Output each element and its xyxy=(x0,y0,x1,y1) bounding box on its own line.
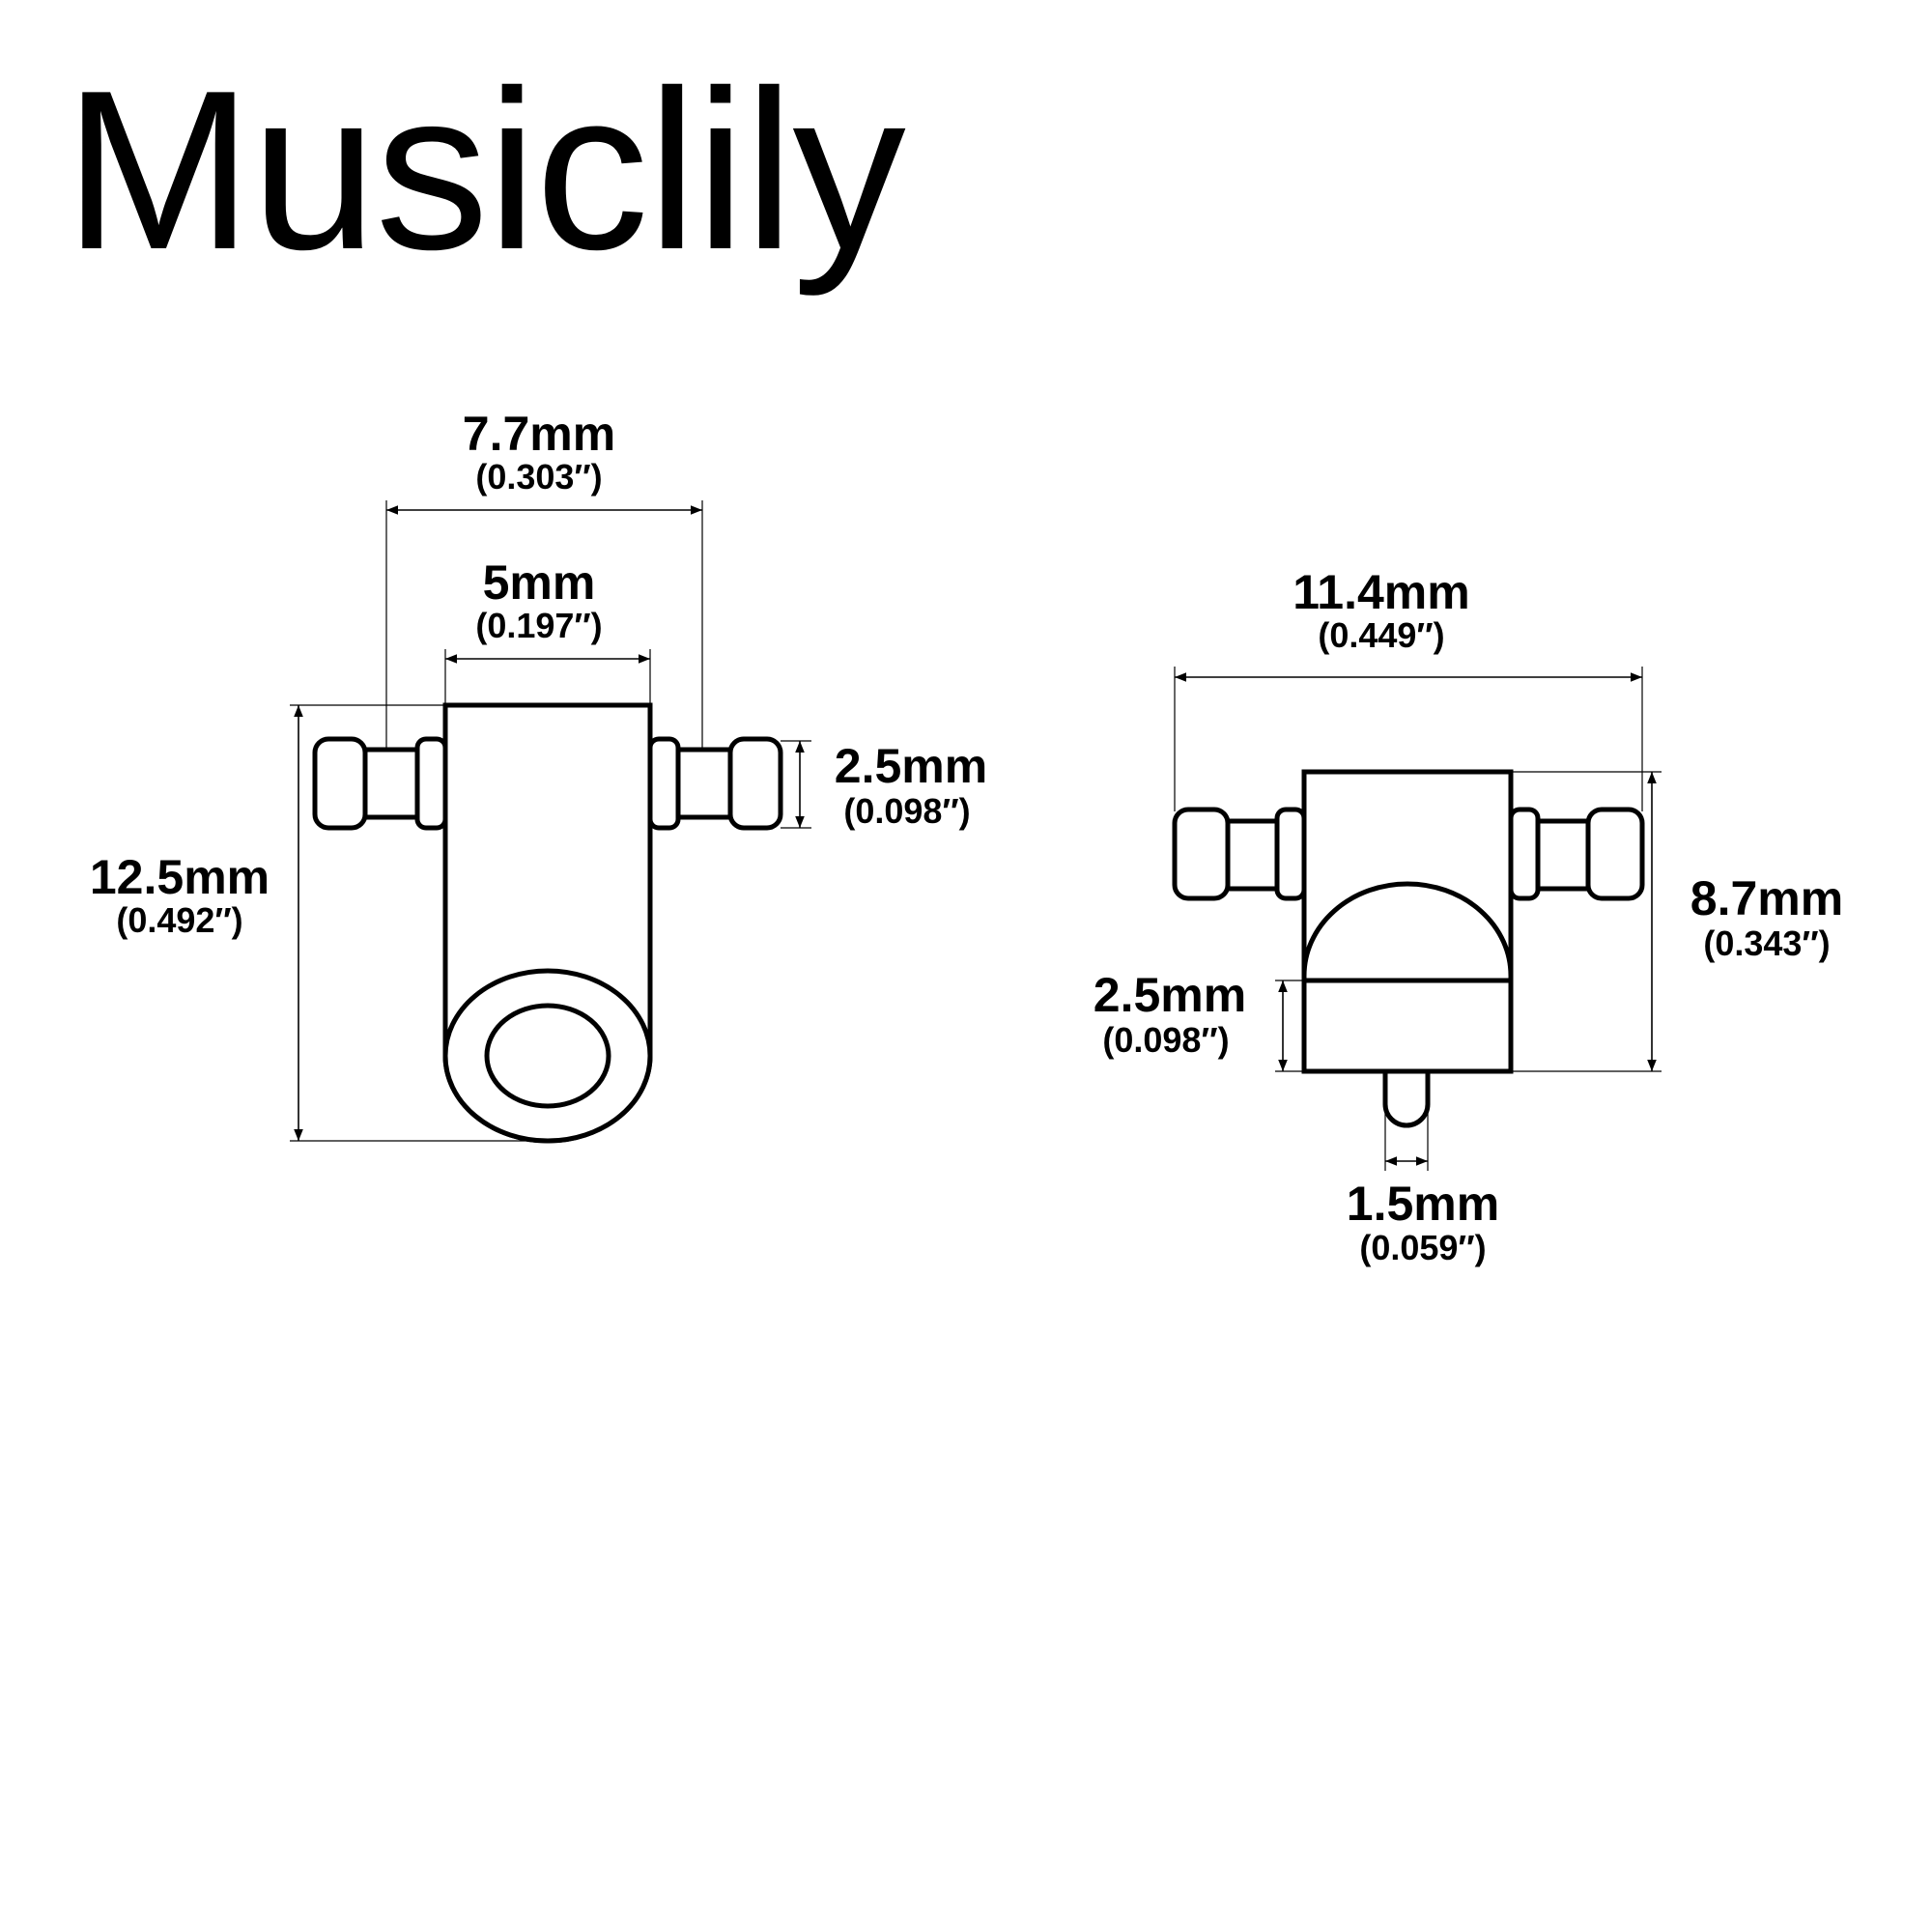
side-nub-width-inch: (0.059″) xyxy=(1359,1228,1486,1267)
front-left-pin xyxy=(362,747,420,820)
side-height-mm: 8.7mm xyxy=(1690,871,1843,925)
side-right-collar xyxy=(1508,807,1541,901)
front-overall-width-dimension: 7.7mm (0.303″) xyxy=(385,407,703,750)
side-right-pin xyxy=(1535,818,1591,892)
front-left-knob xyxy=(312,736,368,831)
front-view-part xyxy=(312,702,783,1144)
front-pin-height-dimension: 2.5mm (0.098″) xyxy=(781,739,987,831)
front-total-height-inch: (0.492″) xyxy=(116,900,242,940)
side-nub-width-mm: 1.5mm xyxy=(1347,1177,1499,1231)
front-body-width-dimension: 5mm (0.197″) xyxy=(444,555,651,703)
side-base-height-inch: (0.098″) xyxy=(1102,1020,1229,1060)
front-right-collar xyxy=(647,736,681,831)
front-pin-height-inch: (0.098″) xyxy=(843,791,970,831)
side-base-height-dimension: 2.5mm (0.098″) xyxy=(1094,968,1304,1072)
side-left-pin xyxy=(1225,818,1280,892)
side-overall-width-inch: (0.449″) xyxy=(1318,615,1444,655)
side-height-dimension: 8.7mm (0.343″) xyxy=(1511,771,1843,1072)
front-eyelet-hole xyxy=(484,1003,611,1109)
front-overall-width-inch: (0.303″) xyxy=(475,457,602,497)
side-dome xyxy=(1301,881,1514,983)
front-total-height-dimension: 12.5mm (0.492″) xyxy=(90,704,548,1142)
side-bottom-nub xyxy=(1382,1068,1431,1128)
side-height-inch: (0.343″) xyxy=(1703,923,1830,963)
side-overall-width-dimension: 11.4mm (0.449″) xyxy=(1174,565,1643,811)
side-left-knob xyxy=(1172,807,1231,901)
side-nub-width-dimension: 1.5mm (0.059″) xyxy=(1347,1104,1499,1267)
front-body-width-mm: 5mm xyxy=(483,555,596,610)
side-overall-width-mm: 11.4mm xyxy=(1293,565,1469,619)
front-overall-width-mm: 7.7mm xyxy=(463,407,615,461)
front-left-collar xyxy=(414,736,448,831)
side-right-knob xyxy=(1585,807,1645,901)
front-right-pin xyxy=(675,747,733,820)
brand-logo-text: Musiclily xyxy=(64,43,906,297)
side-left-collar xyxy=(1274,807,1307,901)
front-pin-height-mm: 2.5mm xyxy=(835,739,987,793)
front-total-height-mm: 12.5mm xyxy=(90,850,270,904)
side-view-part xyxy=(1172,769,1645,1128)
front-body-width-inch: (0.197″) xyxy=(475,606,602,645)
front-right-knob xyxy=(727,736,783,831)
side-base-height-mm: 2.5mm xyxy=(1094,968,1246,1022)
